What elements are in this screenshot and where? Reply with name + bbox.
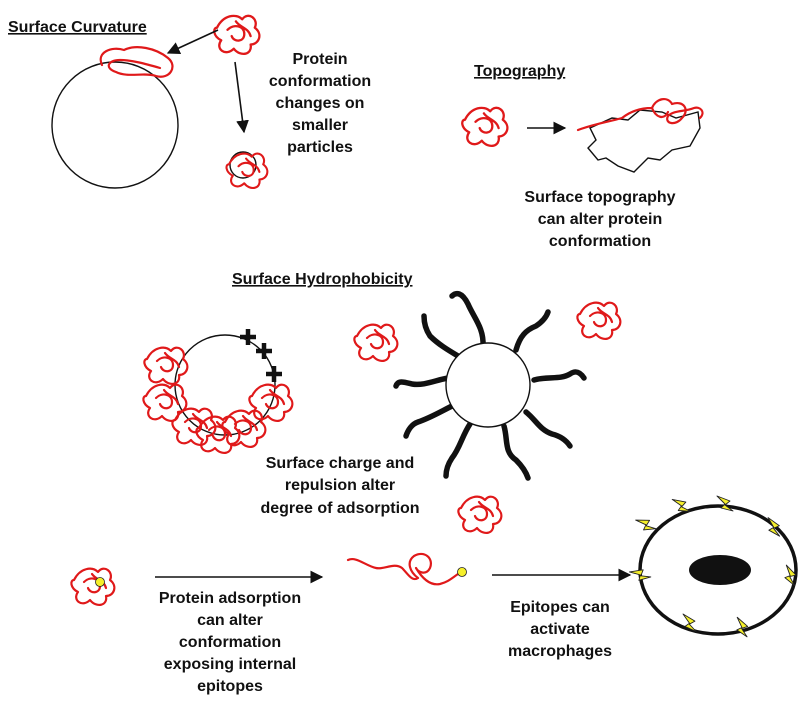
polymer-chain: [501, 423, 531, 481]
lightning-bolt-icon: [635, 514, 657, 535]
hydrophobicity-caption-line-2: repulsion alter: [285, 477, 395, 494]
polymer-chain: [531, 369, 587, 383]
adsorption-caption-line-3: conformation: [179, 634, 281, 651]
polymer-chain: [393, 375, 451, 389]
macrophage: [628, 495, 800, 638]
native-protein-with-epitope: [70, 567, 116, 607]
flattened-protein: [99, 46, 174, 78]
topography-title: Topography: [474, 63, 565, 80]
section-epitope-activation: Protein adsorption can alter conformatio…: [70, 495, 800, 695]
repelled-protein: [457, 495, 503, 535]
macrophage-caption-line-2: activate: [530, 621, 590, 638]
adsorption-caption-line-5: epitopes: [197, 678, 263, 695]
polymer-chain: [443, 421, 473, 479]
internal-epitope: [95, 577, 105, 587]
macrophage-caption-line-3: macrophages: [508, 643, 612, 660]
curvature-caption-line-4: smaller: [292, 117, 348, 134]
surface-curvature-title: Surface Curvature: [8, 19, 147, 36]
plus-sign: [240, 329, 256, 345]
arrow-to-large-particle: [166, 29, 219, 55]
curvature-caption-line-2: conformation: [269, 73, 371, 90]
topography-native-protein: [461, 106, 509, 148]
plus-sign: [266, 366, 282, 382]
hydrophobicity-caption: Surface charge and repulsion alter degre…: [260, 455, 419, 517]
arrow-to-small-particle: [234, 61, 249, 134]
repelled-protein: [576, 301, 622, 341]
section-surface-curvature: Surface Curvature Protein conformation c…: [8, 14, 371, 190]
polymer-chain: [403, 403, 455, 439]
surface-hydrophobicity-title: Surface Hydrophobicity: [232, 271, 413, 288]
topography-caption: Surface topography can alter protein con…: [524, 189, 675, 250]
polymer-chain: [449, 290, 486, 349]
polymer-chain: [523, 409, 573, 449]
polymer-chain: [421, 313, 461, 359]
adsorption-caption-line-4: exposing internal: [164, 656, 296, 673]
plus-sign: [256, 343, 272, 359]
rough-surface-particle: [587, 109, 701, 173]
hydrophobicity-caption-line-3: degree of adsorption: [260, 500, 419, 517]
section-surface-hydrophobicity: Surface Hydrophobicity: [142, 271, 622, 535]
topography-adsorbed-protein: [576, 98, 704, 132]
native-protein: [213, 14, 261, 56]
brush-particle: [393, 290, 587, 481]
topography-caption-line-3: conformation: [549, 233, 651, 250]
adsorption-caption-line-2: can alter: [197, 612, 263, 629]
positive-charges: [240, 329, 282, 382]
curvature-caption: Protein conformation changes on smaller …: [269, 51, 371, 156]
hydrophobicity-caption-line-1: Surface charge and: [266, 455, 415, 472]
curvature-caption-line-3: changes on: [276, 95, 365, 112]
large-particle: [51, 61, 179, 189]
section-topography: Topography Surface topography can alter …: [461, 63, 704, 250]
repelled-protein: [353, 323, 399, 363]
hydrophobic-particle: [445, 342, 531, 428]
adsorption-caption-line-1: Protein adsorption: [159, 590, 301, 607]
exposed-epitope: [457, 567, 467, 577]
curvature-caption-line-1: Protein: [292, 51, 347, 68]
topography-caption-line-2: can alter protein: [538, 211, 662, 228]
macrophage-caption-line-1: Epitopes can: [510, 599, 610, 616]
polymer-chain: [513, 309, 551, 353]
unfolded-protein: [346, 552, 460, 586]
macrophage-caption: Epitopes can activate macrophages: [508, 599, 612, 660]
curvature-caption-line-5: particles: [287, 139, 353, 156]
topography-caption-line-1: Surface topography: [524, 189, 675, 206]
macrophage-nucleus: [689, 555, 751, 585]
adsorption-caption: Protein adsorption can alter conformatio…: [159, 590, 301, 695]
small-particle: [229, 151, 257, 179]
